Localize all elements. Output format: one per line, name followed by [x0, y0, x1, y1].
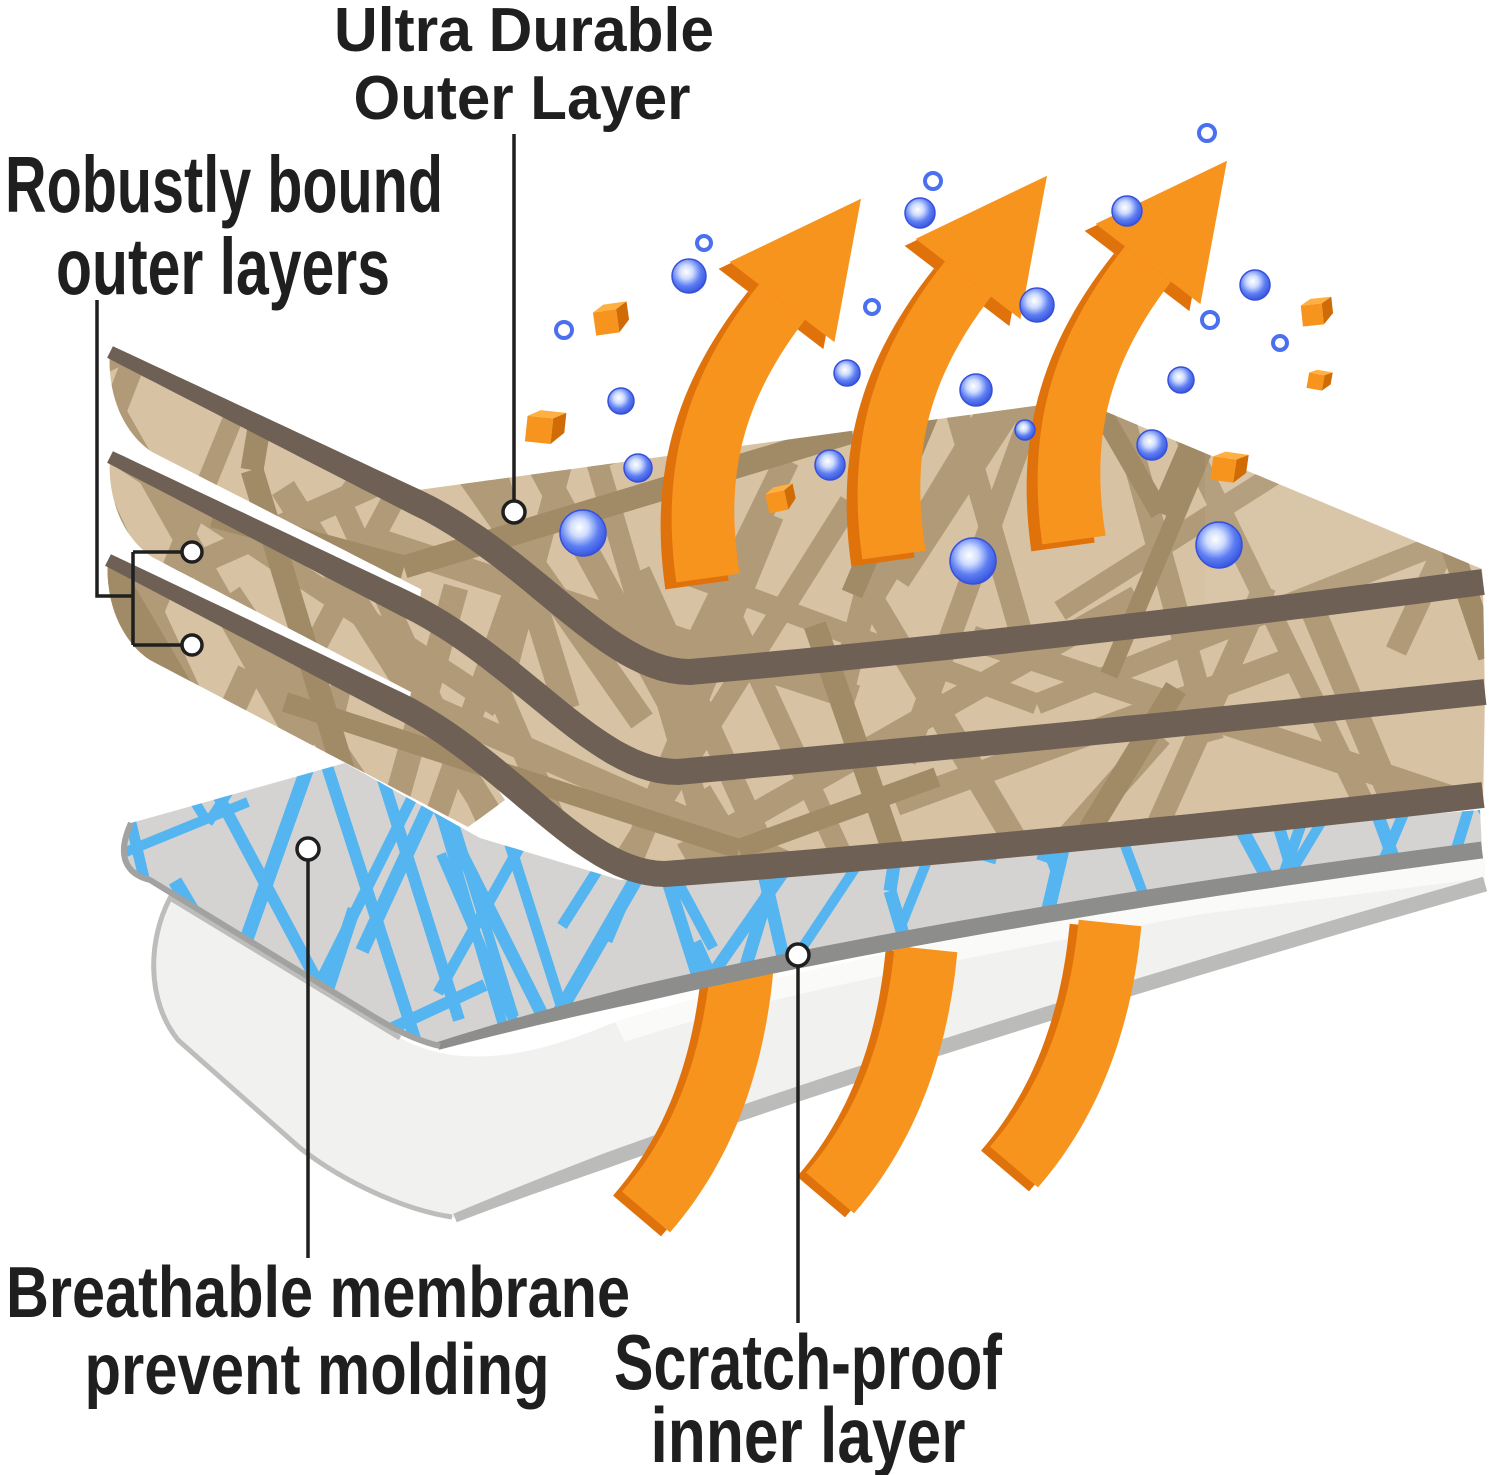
label-bound-layers-line2: outer layers [56, 222, 390, 311]
membrane-sheet [120, 763, 1484, 1050]
water-droplet [671, 258, 707, 294]
label-outer-layer-line1: Ultra Durable [334, 0, 714, 65]
label-bound-layers-line1: Robustly bound [5, 140, 443, 229]
leader-dot-membrane [295, 836, 321, 862]
water-droplet [559, 509, 607, 557]
label-outer-layer-line2: Outer Layer [354, 64, 691, 133]
air-bubble [1200, 310, 1220, 330]
leader-dot-bound-2 [180, 633, 204, 657]
inner-layer-face [153, 860, 1485, 1218]
label-inner-layer-line1: Scratch-proof [614, 1318, 1003, 1406]
air-bubble [1271, 334, 1289, 352]
water-droplet [1239, 269, 1271, 301]
fabric-sheet-3 [105, 554, 1485, 887]
debris-cube [524, 410, 567, 445]
water-droplet [949, 537, 997, 585]
debris-cube [1210, 451, 1249, 483]
water-droplet [1019, 287, 1055, 323]
water-droplet [1014, 419, 1036, 441]
water-droplet [904, 197, 936, 229]
leader-dot-inner-layer [785, 942, 811, 968]
water-droplet [833, 359, 861, 387]
water-droplet [959, 373, 993, 407]
air-bubble [863, 298, 881, 316]
inner-layer-sheet [151, 858, 1488, 1223]
water-droplet [814, 449, 846, 481]
debris-cube [765, 483, 796, 514]
water-droplet [1195, 521, 1243, 569]
leader-bound-layers [95, 300, 181, 647]
membrane-face [123, 763, 1483, 1046]
leader-dot-outer-layer [501, 499, 527, 525]
label-membrane-line1: Breathable membrane [6, 1253, 630, 1333]
water-droplet [1111, 195, 1143, 227]
labels: Ultra Durable Outer Layer Robustly bound… [5, 0, 1003, 1475]
membrane-edge [436, 841, 1484, 1050]
water-droplet [1136, 429, 1168, 461]
water-droplet [607, 387, 635, 415]
label-membrane-line2: prevent molding [85, 1330, 550, 1410]
air-bubble [1197, 123, 1217, 143]
air-bubble [695, 234, 713, 252]
inner-layer-top-strip [615, 858, 1485, 1042]
debris-cube [592, 301, 630, 336]
inner-layer-edge [453, 876, 1488, 1223]
fabric-sheet-2 [107, 451, 1487, 785]
debris-cubes [524, 296, 1334, 514]
water-droplet [1167, 366, 1195, 394]
air-bubble [923, 171, 943, 191]
water-droplet [623, 453, 653, 483]
leader-lines [95, 134, 811, 1323]
air-bubble [554, 320, 574, 340]
debris-cube [1300, 296, 1334, 327]
water-droplets [554, 123, 1289, 585]
label-inner-layer-line2: inner layer [651, 1391, 966, 1475]
leader-dot-bound-1 [180, 540, 204, 564]
debris-cube [1306, 369, 1333, 391]
membrane-outline [120, 821, 441, 1049]
inner-layer-outline [151, 894, 453, 1220]
